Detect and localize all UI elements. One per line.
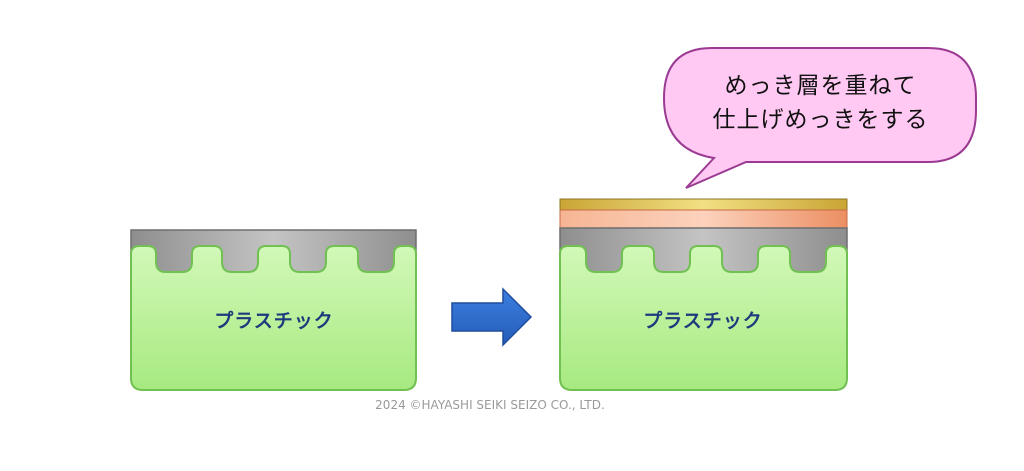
right-plastic-label: プラスチック <box>643 310 763 332</box>
gold-finish-layer <box>559 198 848 211</box>
copyright-notice: 2024 ©HAYASHI SEIKI SEIZO CO., LTD. <box>375 398 605 412</box>
left-plastic-assembly <box>130 229 417 391</box>
left-plastic-body <box>130 245 417 391</box>
callout-bubble <box>662 47 977 189</box>
copper-plating-layer <box>559 209 848 229</box>
callout-line-2: 仕上げめっきをする <box>712 107 929 133</box>
callout-line-1: めっき層を重ねて <box>724 73 917 99</box>
left-plastic-label: プラスチック <box>214 310 334 332</box>
right-plastic-body <box>559 245 848 391</box>
process-arrow <box>451 287 533 347</box>
right-plated-assembly <box>559 198 848 391</box>
